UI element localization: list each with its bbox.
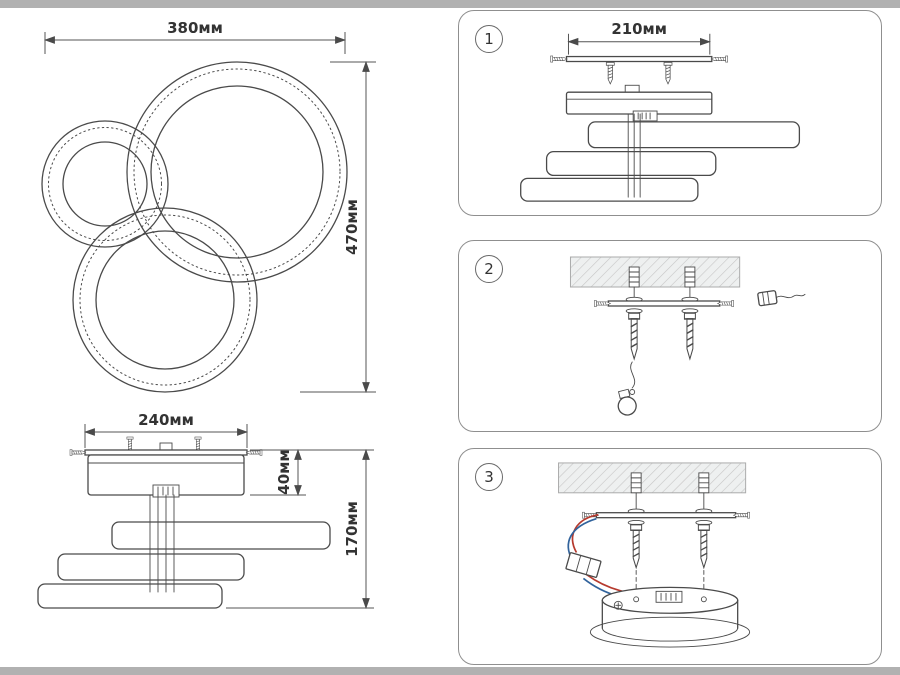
letterbox-top — [0, 0, 900, 8]
screw-hole — [700, 596, 707, 603]
screw-icon — [683, 312, 697, 360]
ring-medium — [72, 207, 258, 393]
terminal-block-icon — [565, 552, 602, 578]
step-3-panel: 3 — [458, 448, 882, 665]
ceiling-surface — [558, 462, 747, 494]
screw-icon — [710, 55, 729, 63]
dimensioned-views-drawing: 380мм 470мм — [37, 19, 376, 610]
screw-icon — [605, 62, 615, 85]
ground-symbol-icon — [613, 600, 623, 610]
wiring-connector — [655, 590, 683, 603]
dimension-bracket-210: 210мм — [567, 20, 711, 55]
canopy-body — [565, 84, 713, 122]
crystal-ring-bar — [587, 121, 801, 149]
bracket-center-block — [624, 84, 640, 93]
crystal-ring-bar — [545, 150, 717, 177]
wall-anchor-icon — [684, 266, 696, 288]
dimension-total-height-170: 170мм — [226, 448, 374, 610]
side-view-width-label: 240мм — [138, 411, 194, 429]
crystal-ring-bar — [520, 177, 699, 202]
mounting-bracket — [594, 286, 734, 307]
screw-icon — [550, 55, 568, 63]
crystal-ring-bar — [111, 521, 331, 550]
ceiling-surface — [569, 256, 741, 288]
step-1-panel: 1 210 — [458, 10, 882, 216]
step-2-panel: 2 — [458, 240, 882, 432]
side-view: 240мм — [37, 411, 374, 610]
mounting-base — [589, 586, 751, 648]
step-number-badge: 3 — [475, 463, 503, 491]
wall-anchor-icon — [630, 472, 642, 494]
step-3-drawing — [558, 462, 751, 648]
dimension-canopy-height-40: 40мм — [250, 448, 374, 497]
wire-connector-icon — [757, 290, 806, 307]
wiring-connector — [632, 110, 658, 122]
step-number-badge: 2 — [475, 255, 503, 283]
wall-anchor-icon — [628, 266, 640, 288]
screw-icon — [663, 62, 673, 85]
ring-large — [126, 61, 348, 283]
fixing-screws — [627, 520, 713, 597]
mounting-bracket — [550, 55, 729, 85]
screw-icon — [69, 449, 86, 456]
screw-icon — [629, 523, 643, 569]
bracket-center-block — [159, 442, 173, 451]
side-view-total-height-label: 170мм — [343, 501, 361, 557]
step-number-badge: 1 — [475, 25, 503, 53]
screw-hole — [633, 596, 640, 603]
fixing-screws — [625, 308, 699, 360]
top-view-width-label: 380мм — [167, 19, 223, 37]
step-1-drawing: 210мм — [520, 20, 801, 202]
live-wire — [571, 513, 599, 553]
support-rods — [149, 494, 175, 593]
wall-anchor-icon — [698, 472, 710, 494]
mounting-bracket — [582, 492, 750, 519]
dimension-width-380: 380мм — [43, 19, 347, 54]
support-rods — [627, 113, 641, 198]
side-view-canopy-height-label: 40мм — [275, 449, 293, 494]
crystal-ring-bar — [57, 553, 245, 581]
top-view: 380мм 470мм — [41, 19, 376, 394]
crystal-ring-bar — [37, 583, 223, 609]
letterbox-bottom — [0, 667, 900, 675]
dimension-height-470: 470мм — [300, 60, 376, 394]
mounting-bracket — [69, 436, 263, 456]
ring-small — [41, 120, 169, 248]
dimension-width-240: 240мм — [83, 411, 249, 448]
top-view-height-label: 470мм — [343, 199, 361, 255]
screw-icon — [627, 312, 641, 360]
bracket-width-label: 210мм — [611, 20, 667, 38]
canopy-body — [87, 454, 245, 498]
step-2-drawing — [569, 256, 806, 416]
screw-icon — [697, 523, 711, 569]
pendant-lamp-icon — [617, 361, 637, 416]
